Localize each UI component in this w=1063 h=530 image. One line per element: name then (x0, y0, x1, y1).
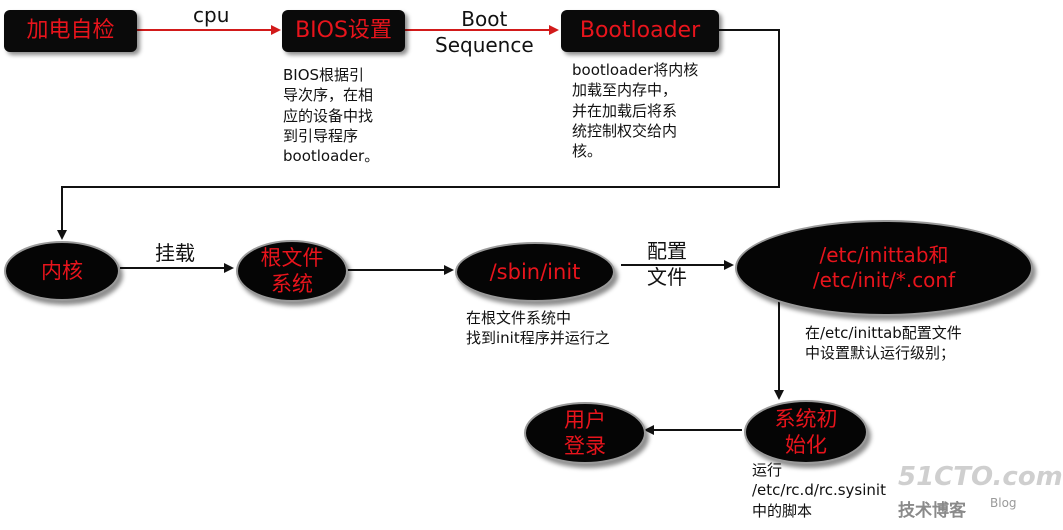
note-init: 在根文件系统中 找到init程序并运行之 (466, 309, 610, 348)
note-inittab: 在/etc/inittab配置文件 中设置默认运行级别； (805, 324, 962, 363)
arrow-bootloader-to-kernel (57, 29, 780, 240)
note-bootloader: bootloader将内核 加载至内存中， 并在加载后将系 统控制权交给内 核。 (572, 61, 699, 160)
edge-label-config-file: 配置 文件 (647, 239, 687, 289)
node-init: /sbin/init (455, 242, 615, 302)
edge-label-boot-sequence: Boot Sequence (435, 7, 534, 57)
watermark-blog: Blog (990, 496, 1017, 510)
node-bios-label: BIOS设置 (295, 18, 392, 44)
node-kernel-label: 内核 (41, 258, 83, 283)
node-post: 加电自检 (4, 10, 137, 52)
node-init-label: /sbin/init (489, 259, 581, 284)
node-login-label: 用户 登录 (564, 407, 606, 458)
node-sysinit-label: 系统初 始化 (774, 406, 838, 457)
connectors (57, 25, 784, 435)
node-inittab-label: /etc/inittab和 /etc/init/*.conf (812, 243, 956, 292)
node-login: 用户 登录 (524, 402, 646, 464)
node-kernel: 内核 (4, 241, 120, 301)
node-sysinit: 系统初 始化 (744, 400, 868, 464)
note-bios: BIOS根据引 导次序，在相 应的设备中找 到引导程序 bootloader。 (283, 66, 380, 165)
node-post-label: 加电自检 (26, 18, 115, 44)
node-inittab: /etc/inittab和 /etc/init/*.conf (735, 220, 1033, 316)
note-sysinit: 运行 /etc/rc.d/rc.sysinit 中的脚本 (752, 461, 886, 520)
node-rootfs: 根文件 系统 (236, 240, 348, 302)
edge-label-cpu: cpu (193, 3, 230, 27)
watermark-tagline: 技术博客 (898, 501, 966, 521)
node-rootfs-label: 根文件 系统 (260, 245, 324, 296)
node-bootloader: Bootloader (561, 10, 719, 52)
node-bios: BIOS设置 (282, 10, 405, 52)
edge-label-mount: 挂载 (155, 241, 195, 265)
node-bootloader-label: Bootloader (579, 18, 701, 44)
watermark-site: 51CTO.com (898, 462, 1063, 492)
